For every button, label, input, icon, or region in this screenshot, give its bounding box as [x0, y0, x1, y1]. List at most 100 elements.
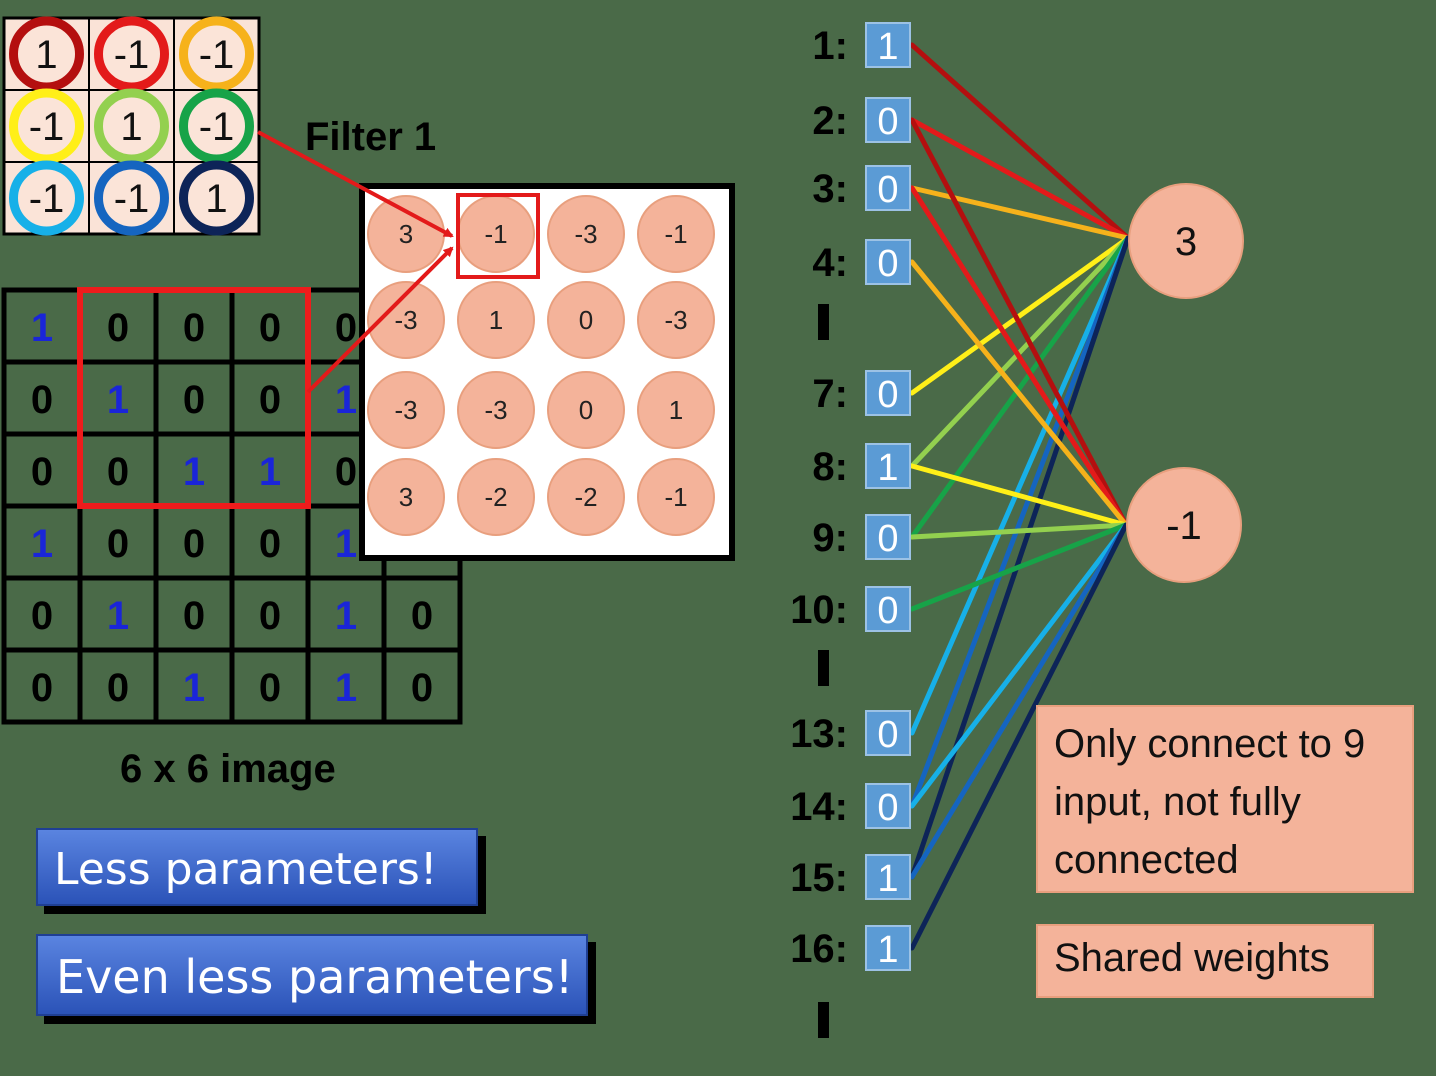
feature-value: -3 [394, 395, 417, 425]
input-value: 0 [877, 518, 898, 560]
input-index-label: 2: [812, 99, 848, 143]
connection-lines [909, 42, 1131, 951]
filter-cell: -1 [29, 177, 65, 221]
image-cell: 1 [335, 666, 357, 710]
connection-line [909, 259, 1129, 528]
input-value: 1 [877, 929, 898, 971]
filter-ring [9, 16, 84, 92]
feature-node [547, 281, 625, 359]
filter-ring [179, 160, 254, 236]
input-node [865, 239, 911, 285]
input-index-label: 8: [812, 445, 848, 489]
feature-value: 0 [579, 305, 593, 335]
ellipsis-mark [818, 650, 829, 686]
filter-ring [94, 88, 169, 164]
image-cell-box [1, 359, 83, 437]
image-cell: 1 [335, 594, 357, 638]
image-cell-box [1, 647, 83, 725]
feature-node [637, 458, 715, 536]
image-cell: 0 [107, 522, 129, 566]
image-cell: 0 [335, 450, 357, 494]
image-cell: 0 [183, 594, 205, 638]
image-cell: 0 [107, 306, 129, 350]
input-index-label: 1: [812, 24, 848, 68]
image-cell: 0 [259, 594, 281, 638]
image-cell-box [1, 503, 83, 581]
feature-node [547, 371, 625, 449]
input-node [865, 165, 911, 211]
image-title: 6 x 6 image [120, 747, 336, 791]
input-column: 1:12:03:04:07:08:19:010:013:014:015:116:… [790, 22, 911, 971]
feature-node [367, 458, 445, 536]
filter-title: Filter 1 [305, 115, 436, 159]
image-cell: 0 [259, 306, 281, 350]
input-node [865, 443, 911, 489]
filter-ring [94, 16, 169, 92]
feature-node [637, 195, 715, 273]
image-cell: 0 [31, 450, 53, 494]
input-value: 1 [877, 447, 898, 489]
input-value: 0 [877, 101, 898, 143]
output-value: -1 [1166, 504, 1202, 548]
connection-line [909, 235, 1131, 396]
input-node [865, 854, 911, 900]
feature-value: 1 [489, 305, 503, 335]
input-value: 0 [877, 590, 898, 632]
image-cell-box [305, 647, 387, 725]
receptive-field-highlight [77, 287, 311, 509]
image-cell: 0 [259, 666, 281, 710]
feature-node [367, 371, 445, 449]
image-cell: 0 [411, 666, 433, 710]
image-cell: 0 [183, 522, 205, 566]
feature-value: 3 [399, 482, 413, 512]
feature-value: -1 [484, 219, 507, 249]
feature-node [637, 371, 715, 449]
feature-value: -3 [394, 305, 417, 335]
image-cell: 0 [107, 450, 129, 494]
selected-output-highlight [456, 193, 540, 279]
image-cell: 0 [335, 306, 357, 350]
input-value: 0 [877, 243, 898, 285]
ellipsis-mark [818, 1002, 829, 1038]
filter-cell: -1 [114, 177, 150, 221]
input-value: 0 [877, 714, 898, 756]
image-cell-box [153, 647, 235, 725]
input-value: 1 [877, 858, 898, 900]
callout-line: Only connect to 9 [1054, 722, 1366, 766]
input-value: 0 [877, 787, 898, 829]
connection-line [909, 522, 1129, 809]
input-node [865, 710, 911, 756]
image-cell: 1 [107, 594, 129, 638]
connection-line [909, 185, 1129, 528]
connection-line [909, 522, 1129, 880]
filter-cell: -1 [199, 33, 235, 77]
input-node [865, 586, 911, 632]
image-cell: 0 [107, 666, 129, 710]
output-node [1126, 467, 1242, 583]
image-cell: 0 [183, 378, 205, 422]
output-node [1128, 183, 1244, 299]
connection-line [909, 235, 1131, 736]
image-cell-box [77, 431, 159, 509]
image-cell-box [229, 647, 311, 725]
connection-line [909, 463, 1129, 528]
image-cell: 0 [259, 378, 281, 422]
image-cell-box [153, 287, 235, 365]
connection-line [909, 522, 1129, 951]
connection-line [909, 522, 1129, 612]
feature-node [457, 281, 535, 359]
connection-line [909, 235, 1131, 469]
less-parameters-box: Less parameters! [36, 828, 478, 906]
feature-value: 0 [579, 395, 593, 425]
image-cell: 1 [259, 450, 281, 494]
feature-value: -1 [664, 482, 687, 512]
image-cell: 1 [335, 378, 357, 422]
input-node [865, 925, 911, 971]
feature-node [367, 281, 445, 359]
filter-arrow [257, 130, 454, 238]
filter-cell: 1 [205, 177, 227, 221]
image-cell: 1 [183, 450, 205, 494]
image-cell: 1 [183, 666, 205, 710]
filter-ring [94, 160, 169, 236]
input-index-label: 7: [812, 372, 848, 416]
